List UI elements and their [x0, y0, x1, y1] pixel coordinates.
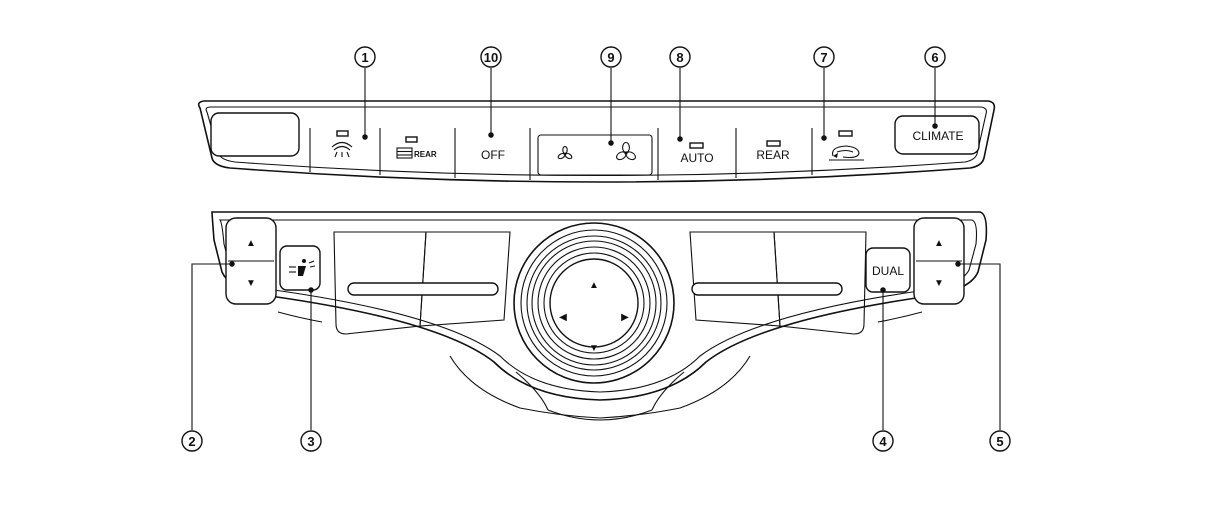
callout-9: 9	[600, 46, 622, 68]
callout-3: 3	[300, 430, 322, 452]
rear-defroster-button[interactable]: REAR	[396, 136, 437, 159]
callout-label: 1	[361, 50, 368, 65]
dial-right-arrow[interactable]: ▶	[621, 312, 629, 323]
callout-label: 7	[820, 50, 827, 65]
callout-2: 2	[181, 430, 203, 452]
dial-left-arrow[interactable]: ◀	[559, 312, 567, 323]
callout-4: 4	[872, 430, 894, 452]
rear-indicator	[766, 140, 781, 147]
left-temperature-display-slot	[347, 282, 499, 296]
climate-label: CLIMATE	[912, 129, 963, 143]
fan-speed-button[interactable]	[537, 134, 653, 176]
callout-7: 7	[813, 46, 835, 68]
callout-8: 8	[669, 46, 691, 68]
rear-label: REAR	[756, 148, 790, 162]
front-defroster-icon	[331, 141, 353, 158]
air-recirculation-icon	[829, 145, 864, 161]
lower-control-panel: ▲ ▼ DUAL ▲ ▼	[211, 211, 988, 421]
passenger-temp-up-arrow[interactable]: ▲	[934, 238, 944, 249]
climate-button[interactable]: CLIMATE	[894, 115, 980, 155]
upper-button-strip: REAR OFF AUTO	[197, 100, 996, 183]
fan-low-icon	[557, 145, 573, 160]
front-defroster-indicator	[336, 130, 349, 137]
rear-button[interactable]: REAR	[756, 140, 790, 162]
auto-label: AUTO	[680, 151, 713, 165]
fan-high-icon	[616, 141, 636, 161]
air-flow-mode-icon	[289, 259, 316, 276]
callout-6: 6	[924, 46, 946, 68]
dual-button[interactable]: DUAL	[865, 247, 911, 293]
driver-temp-up-arrow[interactable]: ▲	[246, 238, 256, 249]
auto-indicator	[689, 142, 704, 149]
air-recirculation-button[interactable]	[829, 130, 864, 161]
callout-label: 5	[996, 434, 1003, 449]
off-label: OFF	[481, 148, 505, 162]
callout-markers: 1 10 9 8 7 6 2 3	[181, 46, 1011, 452]
callout-label: 4	[879, 434, 887, 449]
callout-label: 10	[484, 50, 498, 65]
auto-button[interactable]: AUTO	[680, 142, 714, 165]
callout-label: 6	[931, 50, 938, 65]
dual-label: DUAL	[872, 264, 904, 278]
rear-window-grid-icon	[396, 147, 413, 159]
center-controller-dial[interactable]: ▲ ▼ ◀ ▶	[513, 222, 675, 384]
callout-label: 3	[307, 434, 314, 449]
callout-1: 1	[354, 46, 376, 68]
driver-temp-down-arrow[interactable]: ▼	[246, 278, 256, 289]
off-button[interactable]: OFF	[481, 148, 505, 162]
callouts	[191, 68, 1001, 430]
rear-defroster-label: REAR	[414, 150, 437, 159]
callout-10: 10	[480, 46, 502, 68]
air-recirculation-indicator	[838, 130, 853, 137]
air-flow-mode-button[interactable]	[279, 245, 321, 291]
callout-label: 8	[676, 50, 683, 65]
right-temperature-display-slot	[691, 282, 843, 296]
rear-defroster-indicator	[405, 136, 418, 143]
dial-up-arrow[interactable]: ▲	[589, 280, 599, 291]
passenger-temp-down-arrow[interactable]: ▼	[934, 278, 944, 289]
blank-button[interactable]	[210, 112, 300, 157]
driver-temperature-control[interactable]: ▲ ▼	[225, 217, 277, 305]
front-defroster-button[interactable]	[331, 130, 353, 158]
callout-5: 5	[989, 430, 1011, 452]
passenger-temperature-control[interactable]: ▲ ▼	[913, 217, 965, 305]
dial-down-arrow[interactable]: ▼	[589, 343, 599, 354]
callout-label: 9	[607, 50, 614, 65]
callout-label: 2	[188, 434, 195, 449]
